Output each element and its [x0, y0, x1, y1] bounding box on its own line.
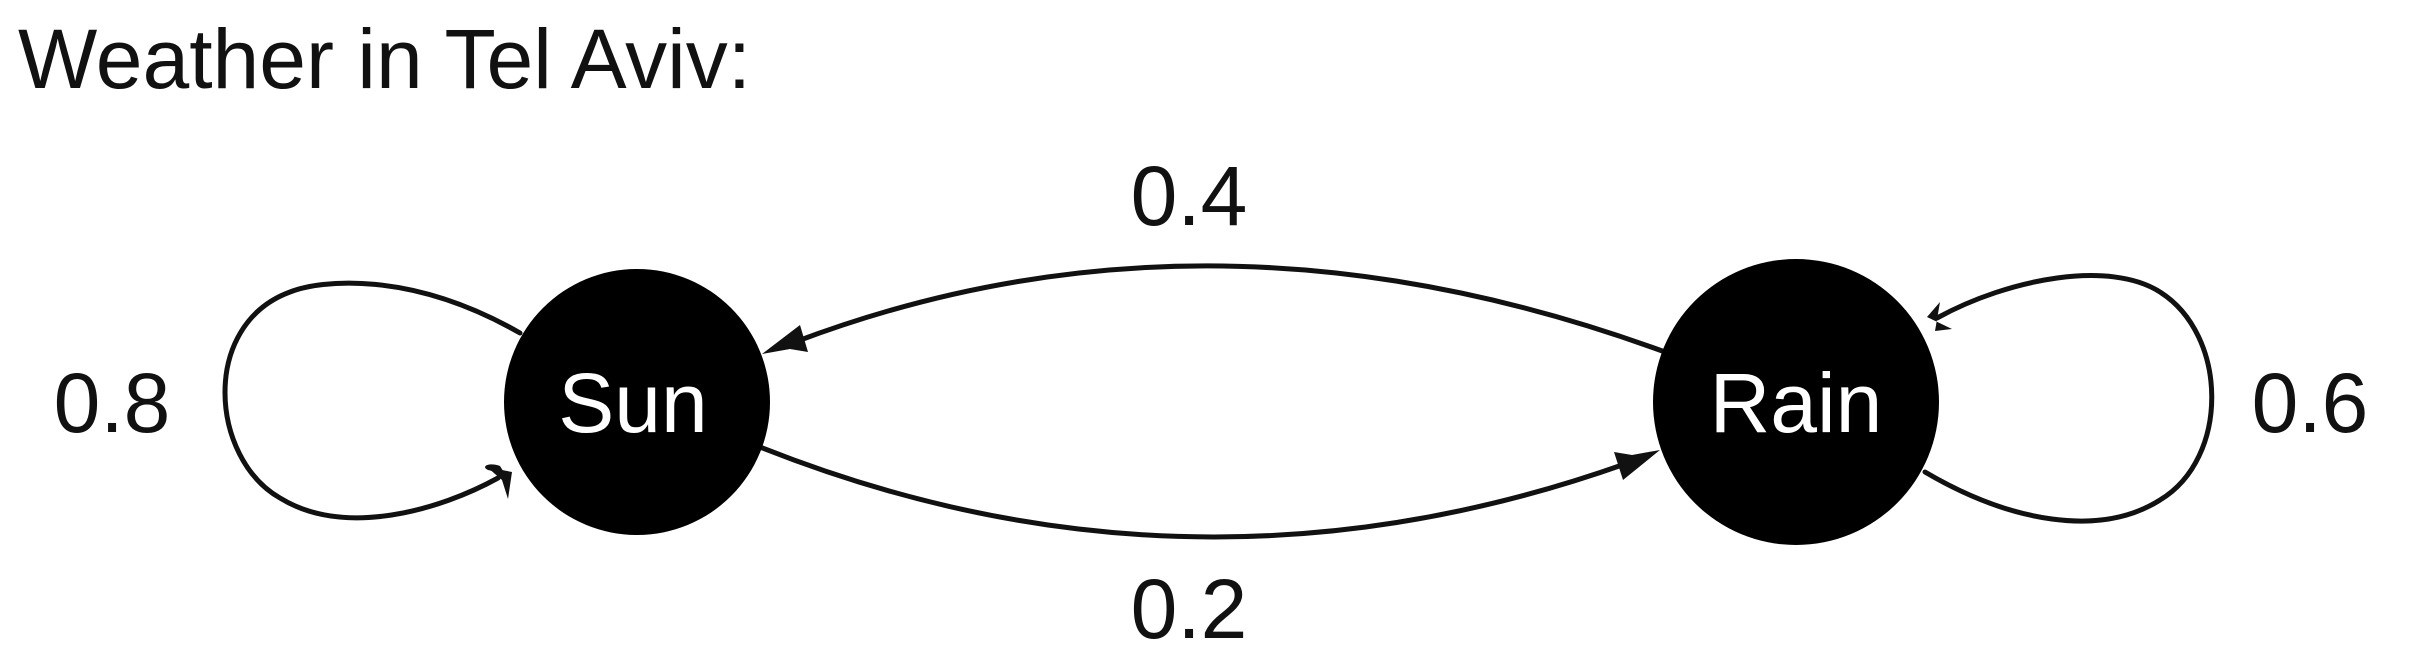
edge-label-sun-self-loop: 0.8 [54, 356, 171, 450]
edge-label-rain-self-loop: 0.6 [2252, 356, 2369, 450]
edge-line-sun-to-rain [757, 444, 1628, 540]
edge-label-rain-to-sun: 0.4 [1131, 149, 1248, 243]
edge-sun-to-rain [757, 444, 1660, 540]
node-sun: Sun [504, 269, 770, 535]
edge-rain-to-sun [762, 263, 1668, 355]
edge-line-sun-self-loop [222, 280, 523, 521]
edge-sun-self-loop [222, 280, 523, 521]
arrowhead-sun-self-loop [487, 467, 512, 499]
edge-rain-self-loop [1922, 273, 2215, 524]
edge-line-rain-self-loop [1922, 273, 2215, 524]
node-rain: Rain [1653, 259, 1939, 545]
diagram-title: Weather in Tel Aviv: [18, 12, 751, 106]
edge-label-sun-to-rain: 0.2 [1131, 562, 1248, 656]
node-sun-circle [504, 269, 770, 535]
node-rain-circle [1653, 259, 1939, 545]
edge-line-rain-to-sun [792, 263, 1668, 355]
arrowhead-rain-self-loop [1927, 302, 1952, 331]
node-sun-label: Sun [558, 356, 707, 450]
node-rain-label: Rain [1710, 356, 1883, 450]
arrowhead-sun-to-rain [1614, 450, 1660, 480]
arrowhead-rain-to-sun [762, 325, 808, 354]
